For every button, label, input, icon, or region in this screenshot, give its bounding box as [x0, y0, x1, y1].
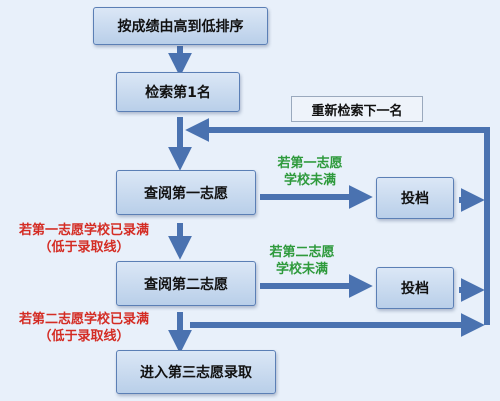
condition-first-not-full-line1: 若第一志愿 [277, 156, 343, 171]
step-sort: 按成绩由高到低排序 [93, 7, 268, 45]
condition-second-not-full-line2: 学校未满 [275, 262, 328, 277]
condition-second-full: 若第二志愿学校已录满 （低于录取线） [0, 311, 168, 345]
condition-second-not-full-line1: 若第二志愿 [269, 245, 335, 260]
loop-label: 重新检索下一名 [291, 96, 423, 122]
step-submit-2: 投档 [376, 267, 454, 309]
condition-first-not-full: 若第一志愿 学校未满 [262, 155, 358, 189]
step-retrieve: 检索第1名 [116, 72, 240, 112]
condition-first-full: 若第一志愿学校已录满 （低于录取线） [0, 222, 168, 256]
condition-first-not-full-line2: 学校未满 [283, 173, 336, 188]
step-submit-1: 投档 [376, 177, 454, 219]
step-second-choice: 查阅第二志愿 [116, 261, 256, 306]
condition-first-full-line2: （低于录取线） [38, 240, 130, 255]
condition-second-full-line2: （低于录取线） [38, 329, 130, 344]
step-first-choice: 查阅第一志愿 [116, 170, 256, 215]
step-third-choice: 进入第三志愿录取 [116, 350, 276, 394]
condition-second-full-line1: 若第二志愿学校已录满 [18, 312, 149, 327]
condition-first-full-line1: 若第一志愿学校已录满 [18, 223, 149, 238]
arrow-return-loop [185, 118, 490, 325]
condition-second-not-full: 若第二志愿 学校未满 [254, 244, 350, 278]
